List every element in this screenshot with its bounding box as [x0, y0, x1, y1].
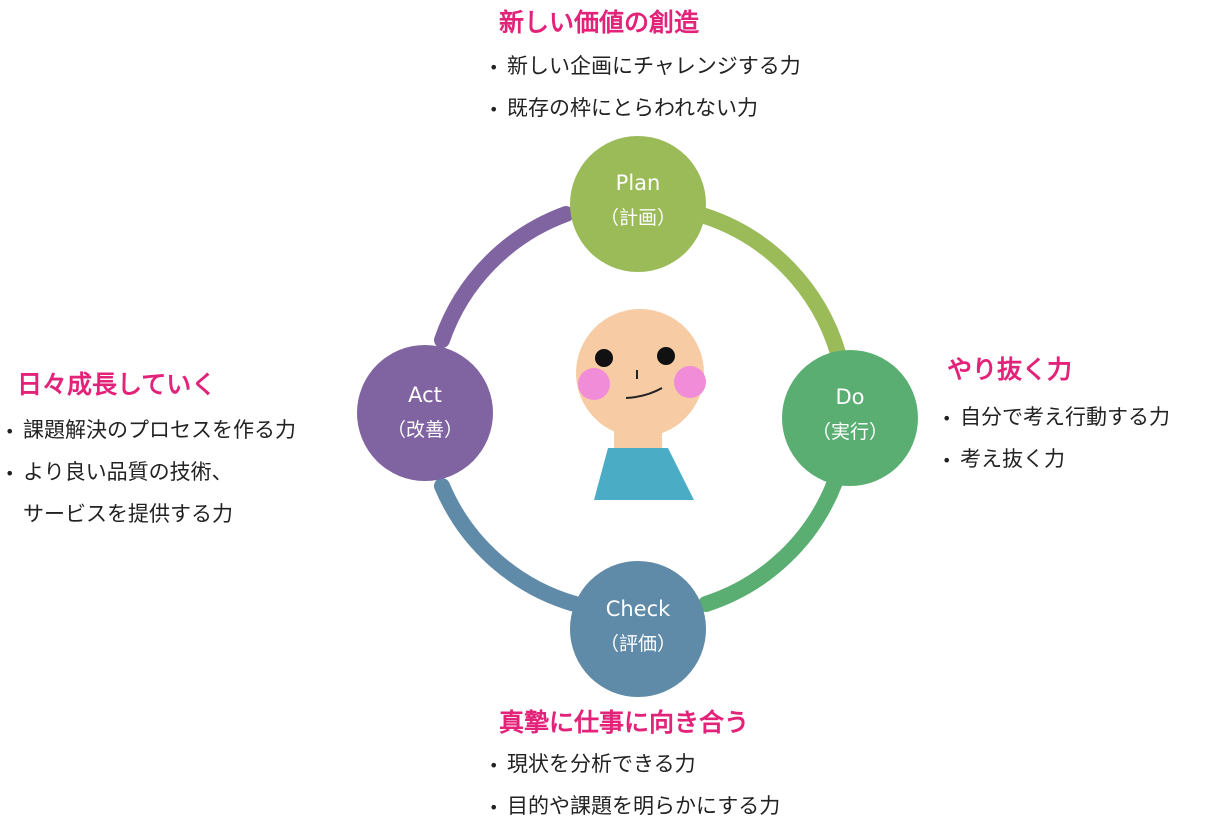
node-do-label: Do	[835, 385, 864, 409]
person-right-eye-icon	[657, 347, 675, 365]
arc-plan-to-do	[697, 208, 846, 361]
person-face-icon	[576, 309, 704, 437]
block-left-list: • 課題解決のプロセスを作る力 • より良い品質の技術、サービスを提供する力	[5, 410, 296, 534]
node-do-sub: （実行）	[812, 421, 888, 443]
bullet-icon: •	[489, 798, 499, 817]
list-item: • 目的や課題を明らかにする力	[489, 786, 780, 828]
node-do: Do （実行）	[782, 350, 918, 486]
node-act: Act （改善）	[357, 345, 493, 481]
node-check-label: Check	[606, 597, 671, 621]
list-item: • 既存の枠にとらわれない力	[489, 88, 801, 130]
node-plan: Plan （計画）	[570, 136, 706, 272]
text-block-right: やり抜く力 • 自分で考え行動する力 • 考え抜く力	[942, 355, 1170, 481]
list-item-text: 既存の枠にとらわれない力	[507, 96, 758, 120]
person-illustration	[576, 309, 706, 500]
block-bottom-title: 真摯に仕事に向き合う	[499, 708, 750, 737]
node-plan-label: Plan	[616, 171, 661, 195]
bullet-icon: •	[489, 58, 499, 77]
bullet-icon: •	[942, 451, 952, 470]
arc-check-to-act	[434, 478, 583, 612]
list-item-text: 自分で考え行動する力	[960, 405, 1170, 429]
person-left-cheek-icon	[578, 368, 610, 400]
list-item-text: 目的や課題を明らかにする力	[507, 794, 781, 818]
list-item: • 考え抜く力	[942, 439, 1170, 481]
list-item: • より良い品質の技術、サービスを提供する力	[5, 452, 296, 534]
list-item-text: 課題解決のプロセスを作る力	[23, 418, 296, 442]
block-right-list: • 自分で考え行動する力 • 考え抜く力	[942, 397, 1170, 481]
text-block-top: 新しい価値の創造 • 新しい企画にチャレンジする力 • 既存の枠にとらわれない力	[489, 8, 801, 130]
person-left-eye-icon	[595, 349, 613, 367]
node-act-sub: （改善）	[387, 419, 463, 441]
list-item-text: より良い品質の技術、	[23, 460, 233, 484]
list-item-continuation: サービスを提供する力	[23, 502, 233, 526]
node-check-sub: （評価）	[600, 633, 676, 655]
person-shirt-icon	[594, 448, 694, 500]
arc-do-to-check	[698, 474, 843, 612]
text-block-bottom: 真摯に仕事に向き合う • 現状を分析できる力 • 目的や課題を明らかにする力	[489, 708, 780, 828]
list-item-text: 考え抜く力	[960, 447, 1065, 471]
block-top-list: • 新しい企画にチャレンジする力 • 既存の枠にとらわれない力	[489, 46, 801, 130]
bullet-icon: •	[942, 409, 952, 428]
person-right-cheek-icon	[674, 366, 706, 398]
list-item: • 自分で考え行動する力	[942, 397, 1170, 439]
node-act-label: Act	[408, 383, 442, 407]
list-item: • 新しい企画にチャレンジする力	[489, 46, 801, 88]
node-plan-sub: （計画）	[600, 207, 676, 229]
block-left-title: 日々成長していく	[17, 370, 217, 399]
bullet-icon: •	[5, 464, 15, 483]
bullet-icon: •	[489, 100, 499, 119]
person-mouth-icon	[625, 387, 663, 399]
block-right-title: やり抜く力	[947, 355, 1073, 384]
list-item-text: 新しい企画にチャレンジする力	[507, 54, 801, 78]
list-item-text: 現状を分析できる力	[507, 752, 696, 776]
node-check: Check （評価）	[570, 561, 706, 697]
block-bottom-list: • 現状を分析できる力 • 目的や課題を明らかにする力	[489, 744, 780, 828]
text-block-left: 日々成長していく • 課題解決のプロセスを作る力 • より良い品質の技術、サービスを…	[5, 370, 296, 534]
list-item: • 現状を分析できる力	[489, 744, 780, 786]
arc-act-to-plan	[434, 206, 574, 348]
list-item: • 課題解決のプロセスを作る力	[5, 410, 296, 452]
block-top-title: 新しい価値の創造	[499, 8, 700, 37]
bullet-icon: •	[5, 422, 15, 441]
bullet-icon: •	[489, 756, 499, 775]
